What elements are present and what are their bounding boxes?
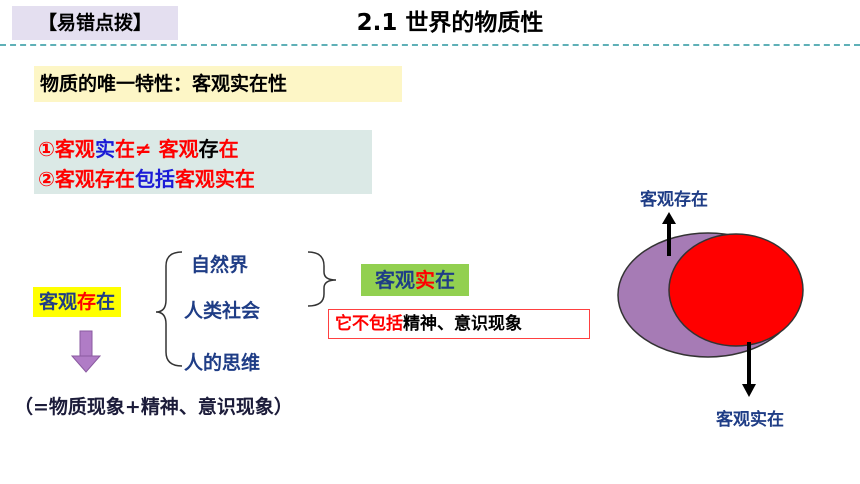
down-arrow-black-icon	[742, 342, 756, 397]
up-arrow-icon	[662, 212, 676, 256]
category-society: 人类社会	[184, 300, 261, 322]
category-thought: 人的思维	[184, 352, 261, 374]
formula-text: （=物质现象+精神、意识现象）	[14, 396, 293, 418]
page-title: 2.1 世界的物质性	[356, 10, 544, 36]
venn-inner-ellipse	[668, 233, 804, 347]
definition-box: 物质的唯一特性：客观实在性	[34, 66, 402, 102]
point-1: ①客观实在≠ 客观存在	[38, 137, 239, 161]
left-brace	[155, 251, 183, 367]
down-arrow-icon	[70, 330, 102, 373]
section-tag: 【易错点拨】	[12, 6, 178, 40]
point-2: ②客观存在包括客观实在	[38, 167, 255, 191]
venn-inner-label: 客观实在	[716, 410, 784, 430]
right-brace	[307, 251, 337, 307]
header-divider	[0, 44, 860, 46]
points-box: ①客观实在≠ 客观存在 ②客观存在包括客观实在	[34, 130, 372, 194]
venn-outer-label: 客观存在	[640, 190, 708, 210]
exclusion-note: 它不包括精神、意识现象	[328, 309, 590, 339]
result-label: 客观实在	[361, 264, 469, 296]
category-nature: 自然界	[191, 254, 249, 276]
existence-label: 客观存在	[33, 287, 122, 317]
